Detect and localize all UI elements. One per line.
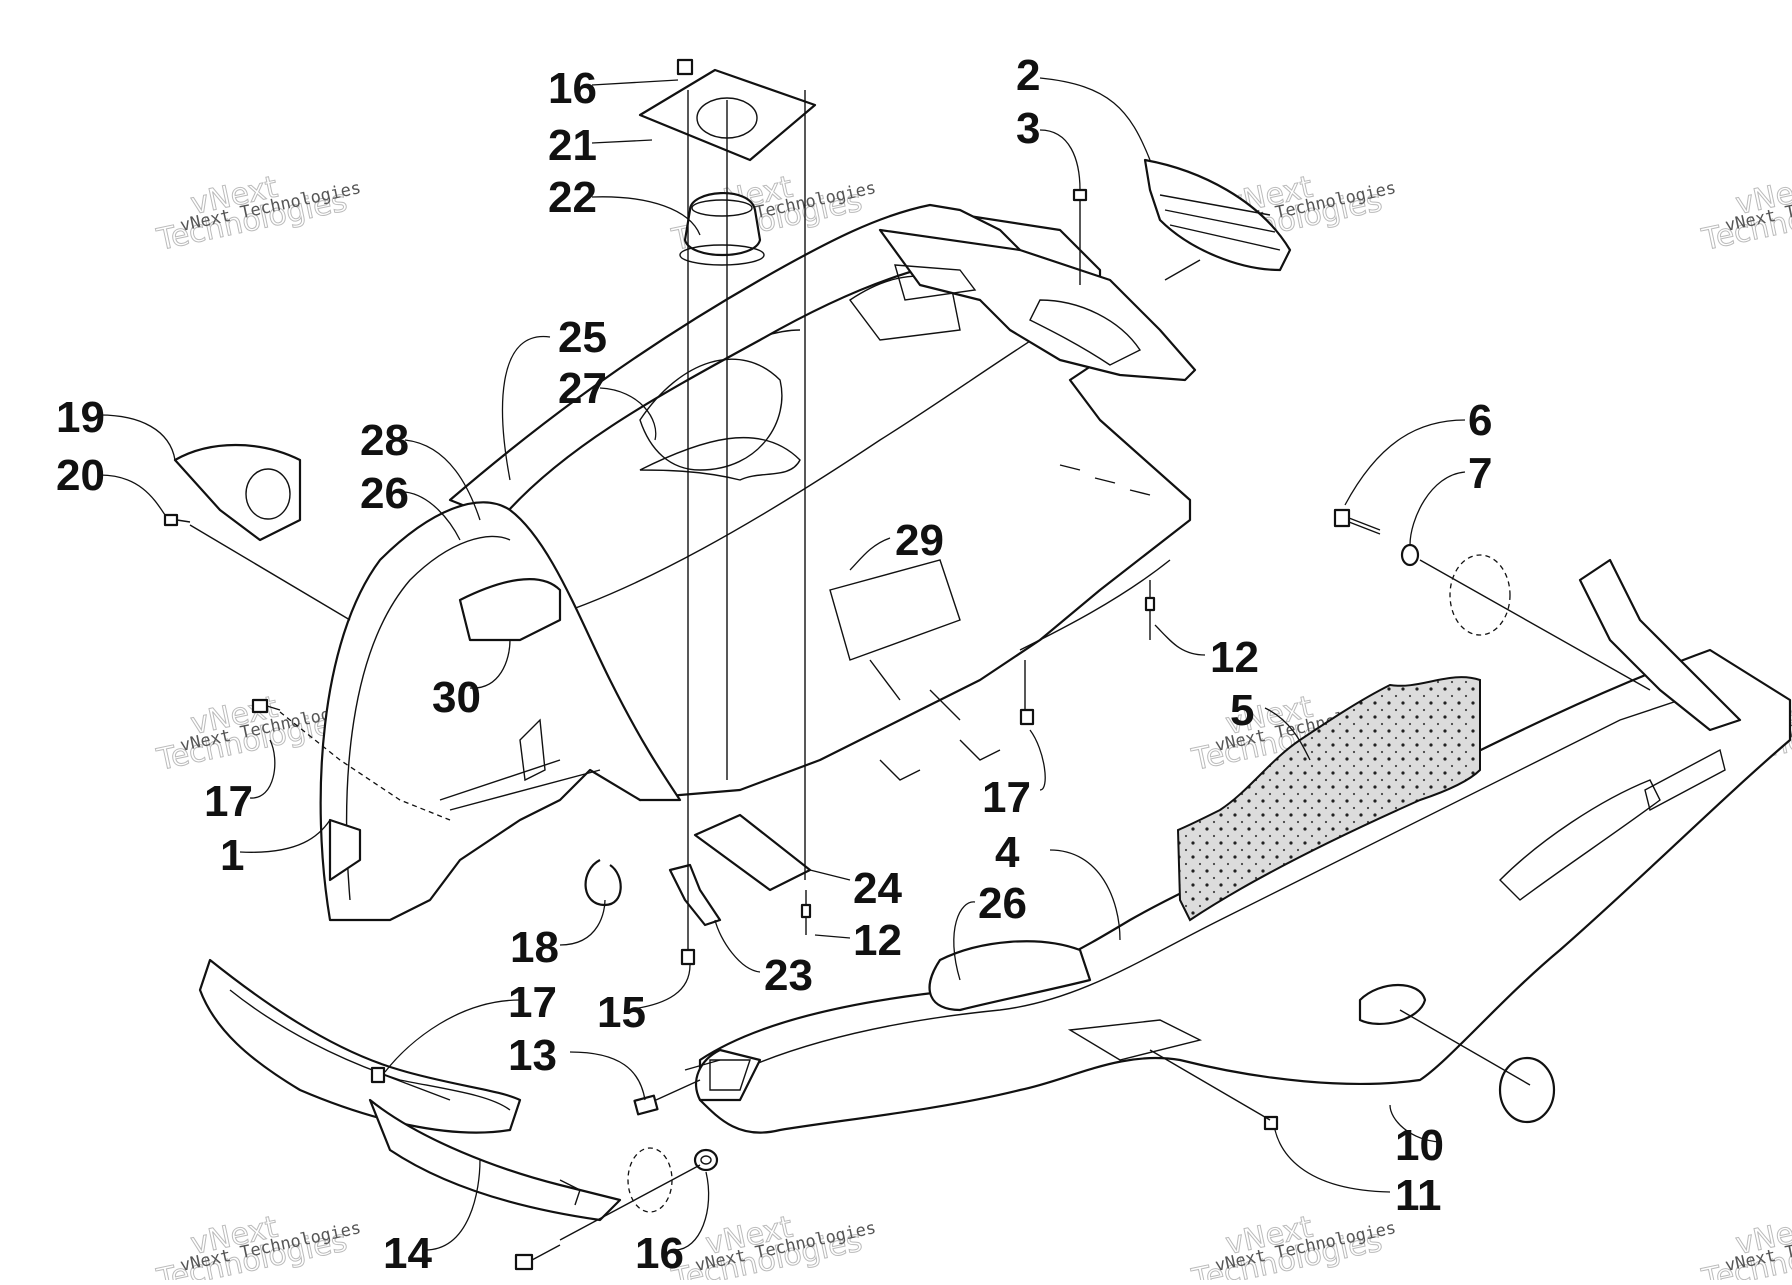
push-pin-part-12 <box>800 890 812 935</box>
screw-part-17 <box>1019 708 1035 726</box>
callout-14: 14 <box>383 1229 432 1278</box>
callout-11: 11 <box>1395 1171 1442 1220</box>
callout-27: 27 <box>558 364 607 413</box>
clip-part-13 <box>633 1094 659 1116</box>
boot-part-22 <box>679 191 765 266</box>
leader-lines <box>99 77 1466 1251</box>
pad-part-24 <box>693 813 812 892</box>
callout-16: 16 <box>635 1229 684 1278</box>
callout-19: 19 <box>56 393 105 442</box>
screw-part-11 <box>1263 1115 1279 1131</box>
callout-29: 29 <box>895 516 944 565</box>
callout-15: 15 <box>597 988 646 1037</box>
callout-23: 23 <box>764 951 813 1000</box>
screw-part-17 <box>370 1066 386 1084</box>
screw-part-20 <box>163 513 191 527</box>
callout-5: 5 <box>1230 686 1254 735</box>
watermark: Technologies vNext vNext Technologies <box>153 1209 363 1285</box>
watermark: Technologies vNext vNext Technologies <box>668 1209 878 1285</box>
callout-labels: 16 21 22 2 3 25 27 19 20 28 26 6 7 29 12… <box>56 51 1492 1278</box>
callout-1: 1 <box>220 831 244 880</box>
left-fender-part-1 <box>319 501 682 922</box>
watermark: Technologies vNext vNext Technologies <box>1698 169 1792 258</box>
callout-18: 18 <box>510 923 559 972</box>
foam-insulation-part-5 <box>1176 676 1481 922</box>
push-pin-part-12 <box>1144 580 1156 640</box>
callout-12: 12 <box>853 916 902 965</box>
callout-12: 12 <box>1210 633 1259 682</box>
screw-part-17 <box>514 1244 561 1271</box>
watermark: Technologies vNext vNext Technologies <box>153 169 363 258</box>
screw-part-17 <box>251 698 281 714</box>
callout-25: 25 <box>558 313 607 362</box>
watermark: Technologies vNext vNext Technologies <box>1698 1209 1792 1285</box>
nut-part-16 <box>693 1148 719 1172</box>
fender-liner-part-26 <box>928 940 1092 1012</box>
side-panel-part-25 <box>448 203 1022 522</box>
clip-part-18 <box>584 859 622 907</box>
screw-part-15 <box>680 948 696 966</box>
callout-17: 17 <box>508 978 557 1027</box>
callout-24: 24 <box>853 864 902 913</box>
callout-17: 17 <box>982 773 1031 822</box>
callout-6: 6 <box>1468 396 1492 445</box>
nut-part-16 <box>676 58 694 76</box>
callout-26: 26 <box>978 879 1027 928</box>
callout-13: 13 <box>508 1031 557 1080</box>
right-fender-part-4 <box>695 558 1792 1134</box>
callout-2: 2 <box>1016 51 1040 100</box>
callout-30: 30 <box>432 673 481 722</box>
callout-28: 28 <box>360 416 409 465</box>
callout-16: 16 <box>548 64 597 113</box>
callout-7: 7 <box>1468 449 1492 498</box>
cap-part-10 <box>1498 1056 1556 1124</box>
bracket-part-23 <box>668 863 722 927</box>
callout-22: 22 <box>548 173 597 222</box>
bolt-part-6 <box>1333 508 1381 535</box>
assembly-lines <box>189 90 1651 1241</box>
watermark: Technologies vNext vNext Technologies <box>1188 1209 1398 1285</box>
callout-26: 26 <box>360 469 409 518</box>
callout-10: 10 <box>1395 1121 1444 1170</box>
lower-trim-part-14 <box>198 958 622 1222</box>
callout-4: 4 <box>995 828 1020 877</box>
steering-boot-part-19 <box>173 443 302 542</box>
washer-part-7 <box>1400 543 1420 567</box>
callout-17: 17 <box>204 777 253 826</box>
callout-3: 3 <box>1016 104 1040 153</box>
vent-trim-part-2 <box>878 158 1292 382</box>
callout-20: 20 <box>56 451 105 500</box>
callout-21: 21 <box>548 121 597 170</box>
